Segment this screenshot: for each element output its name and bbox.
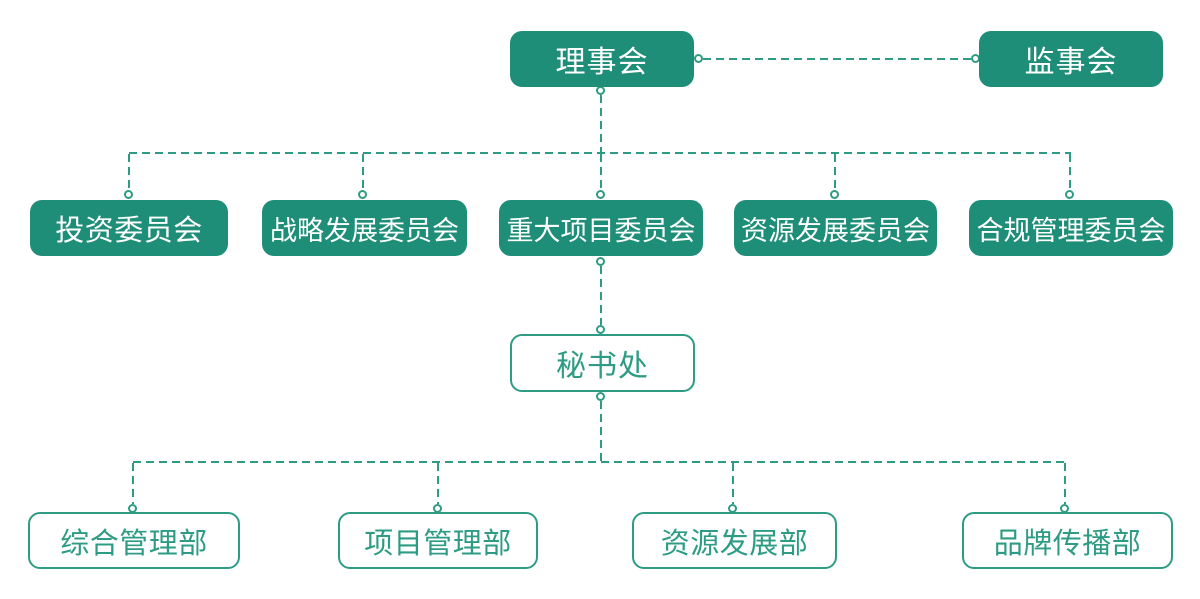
connector-dot	[596, 86, 605, 95]
connector-committee-secretariat	[600, 266, 602, 325]
connector-dot	[830, 190, 839, 199]
connector-committee-bus	[129, 152, 1071, 154]
node-strategic-development-committee[interactable]: 战略发展委员会	[262, 200, 467, 256]
connector-secretariat-down	[600, 401, 602, 461]
connector-dot	[358, 190, 367, 199]
connector-dot	[124, 190, 133, 199]
connector-dot	[596, 190, 605, 199]
node-brand-communication-dept[interactable]: 品牌传播部	[962, 512, 1173, 569]
connector-drop-resource-dept	[732, 463, 734, 504]
connector-dot	[694, 54, 703, 63]
node-general-management-dept[interactable]: 综合管理部	[28, 512, 240, 569]
node-compliance-management-committee[interactable]: 合规管理委员会	[969, 200, 1173, 256]
connector-drop-investment	[128, 154, 130, 191]
connector-dot	[596, 325, 605, 334]
node-resource-development-dept[interactable]: 资源发展部	[632, 512, 837, 569]
node-board[interactable]: 理事会	[510, 31, 694, 87]
connector-drop-brand	[1064, 463, 1066, 504]
node-investment-committee[interactable]: 投资委员会	[30, 200, 228, 256]
node-secretariat[interactable]: 秘书处	[510, 334, 695, 392]
node-project-management-dept[interactable]: 项目管理部	[338, 512, 538, 569]
connector-drop-major-project	[600, 154, 602, 191]
connector-drop-resource-committee	[834, 154, 836, 191]
connector-drop-project-mgmt	[437, 463, 439, 504]
node-resource-development-committee[interactable]: 资源发展委员会	[734, 200, 937, 256]
connector-drop-compliance	[1069, 154, 1071, 191]
connector-board-down	[600, 95, 602, 152]
connector-dot	[596, 392, 605, 401]
node-supervisory-board[interactable]: 监事会	[979, 31, 1163, 87]
connector-dot	[596, 257, 605, 266]
connector-dot	[1065, 190, 1074, 199]
connector-board-supervisory	[703, 58, 973, 60]
connector-drop-strategic	[362, 154, 364, 191]
node-major-project-committee[interactable]: 重大项目委员会	[499, 200, 703, 256]
connector-drop-general-mgmt	[132, 463, 134, 504]
connector-department-bus	[133, 461, 1066, 463]
